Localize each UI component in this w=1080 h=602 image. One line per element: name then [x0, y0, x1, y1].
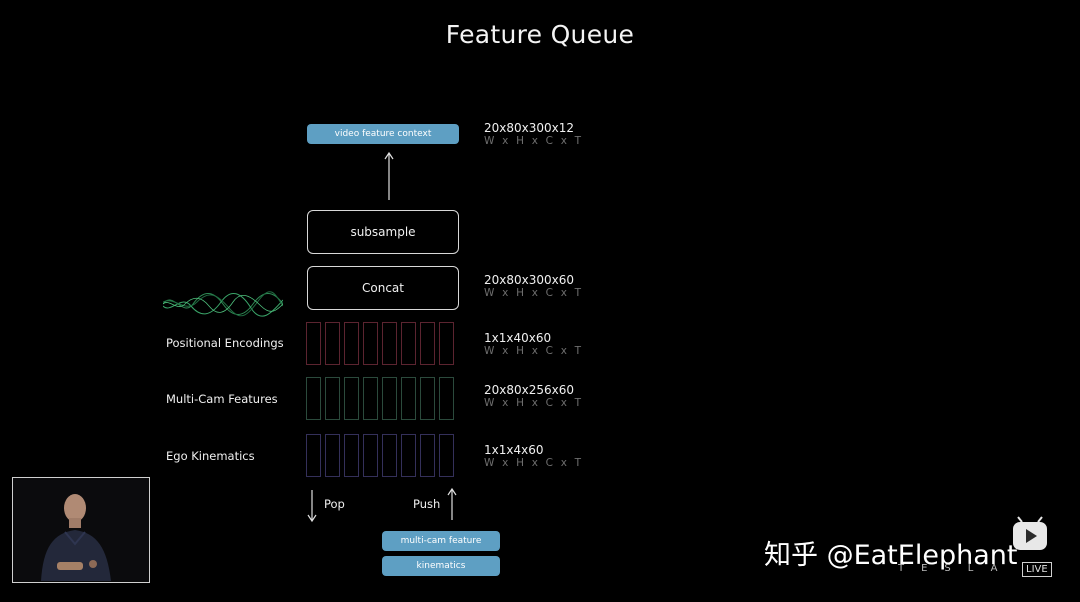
arrow-up-icon — [384, 151, 394, 200]
cell — [382, 377, 397, 420]
dim-video-context: 20x80x300x12 W x H x C x T — [484, 121, 583, 147]
cell — [439, 434, 454, 477]
cell — [382, 322, 397, 365]
positional-encoding-wave-icon — [163, 291, 283, 317]
cell — [401, 322, 416, 365]
cell — [420, 322, 435, 365]
cell — [325, 434, 340, 477]
concat-box: Concat — [307, 266, 459, 310]
dim-axes: W x H x C x T — [484, 135, 584, 147]
ego-kinematics-cells — [306, 434, 454, 477]
push-arrow-up-icon — [447, 487, 457, 520]
cell — [344, 377, 359, 420]
bilibili-play-icon — [1013, 516, 1047, 550]
dim-shape: 1x1x4x60 — [484, 443, 544, 457]
dim-axes: W x H x C x T — [484, 397, 584, 409]
dim-shape: 20x80x256x60 — [484, 383, 575, 397]
tesla-wordmark: TESLA — [898, 563, 1015, 574]
live-badge: LIVE — [1022, 562, 1052, 577]
cell — [306, 434, 321, 477]
dim-axes: W x H x C x T — [484, 457, 584, 469]
dim-axes: W x H x C x T — [484, 287, 584, 299]
push-label: Push — [413, 497, 441, 511]
cell — [401, 434, 416, 477]
dim-shape: 20x80x300x12 — [484, 121, 575, 135]
ego-kinematics-label: Ego Kinematics — [166, 449, 255, 463]
cell — [363, 377, 378, 420]
cell — [439, 377, 454, 420]
dim-positional: 1x1x40x60 W x H x C x T — [484, 331, 583, 357]
pop-arrow-down-icon — [307, 490, 317, 523]
cell — [344, 322, 359, 365]
cell — [325, 377, 340, 420]
dim-ego: 1x1x4x60 W x H x C x T — [484, 443, 583, 469]
cell — [420, 377, 435, 420]
subsample-box: subsample — [307, 210, 459, 254]
cell — [306, 377, 321, 420]
cell — [363, 434, 378, 477]
dim-multi-cam: 20x80x256x60 W x H x C x T — [484, 383, 583, 409]
dim-concat: 20x80x300x60 W x H x C x T — [484, 273, 583, 299]
pop-label: Pop — [324, 497, 345, 511]
slide-title: Feature Queue — [445, 20, 635, 49]
video-feature-context-pill: video feature context — [307, 124, 459, 144]
multi-cam-features-label: Multi-Cam Features — [166, 392, 278, 406]
multi-cam-feature-pill: multi-cam feature — [382, 531, 500, 551]
cell — [401, 377, 416, 420]
cell — [344, 434, 359, 477]
cell — [306, 322, 321, 365]
presenter-image — [13, 478, 148, 581]
kinematics-pill: kinematics — [382, 556, 500, 576]
positional-encodings-label: Positional Encodings — [166, 336, 284, 350]
dim-axes: W x H x C x T — [484, 345, 584, 357]
cell — [382, 434, 397, 477]
positional-encodings-cells — [306, 322, 454, 365]
multi-cam-features-cells — [306, 377, 454, 420]
dim-shape: 20x80x300x60 — [484, 273, 575, 287]
dim-shape: 1x1x40x60 — [484, 331, 552, 345]
cell — [439, 322, 454, 365]
cell — [363, 322, 378, 365]
cell — [420, 434, 435, 477]
cell — [325, 322, 340, 365]
watermark-text: 知乎 @EatElephant — [764, 540, 1018, 571]
presenter-video-inset — [12, 477, 150, 583]
